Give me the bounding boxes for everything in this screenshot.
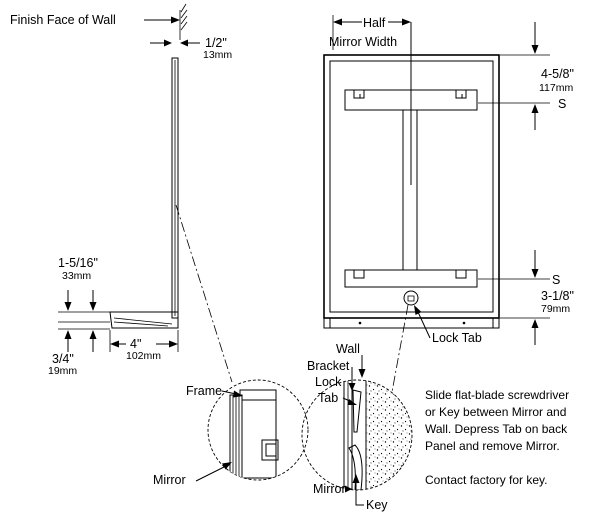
bottom-shelf: [109, 311, 179, 329]
mirror-left-label: Mirror: [153, 473, 186, 487]
frame-label: Frame: [186, 384, 222, 398]
dim-top-mm: 117mm: [539, 82, 573, 94]
bottom-bracket: [344, 269, 478, 288]
instructions: Slide flat-blade screwdriver or Key betw…: [425, 388, 569, 487]
dim-bottom: 3-1/8": [541, 289, 574, 303]
bracket-label: Bracket: [307, 359, 350, 373]
dim-bottom-mm: 79mm: [541, 303, 570, 315]
contact-note: Contact factory for key.: [425, 473, 548, 487]
s-bottom-label: S: [552, 273, 560, 287]
tab-label: Tab: [318, 391, 338, 405]
key-label: Key: [366, 498, 388, 512]
instruction-line-4: Panel and remove Mirror.: [425, 439, 560, 453]
instruction-line-1: Slide flat-blade screwdriver: [425, 388, 569, 402]
dim-4-inch-mm: 102mm: [126, 350, 161, 362]
mirror-bottom-label: Mirror: [313, 482, 346, 496]
dim-4-inch: 4": [130, 337, 141, 351]
dim-3-4: 3/4": [52, 352, 74, 366]
half-mirror-label-2: Mirror Width: [329, 35, 397, 49]
lock-tab-circle: [403, 290, 419, 306]
dim-half-inch: 1/2": [205, 36, 227, 50]
s-top-label: S: [558, 97, 566, 111]
wall-label: Wall: [336, 342, 360, 356]
lock-detail: Wall Bracket Lock Tab Mirror Key: [301, 342, 413, 512]
dim-top: 4-5/8": [541, 67, 574, 81]
side-view: Finish Face of Wall 1/2" 13mm 1-5/16" 33…: [10, 3, 232, 383]
dim-1-5-16-mm: 33mm: [62, 270, 91, 282]
dim-half-inch-mm: 13mm: [203, 49, 232, 61]
dim-1-5-16: 1-5/16": [58, 256, 98, 270]
wall-hatch: [179, 3, 188, 40]
instruction-line-3: Wall. Depress Tab on back: [425, 422, 568, 436]
half-mirror-label-1: Half: [363, 16, 386, 30]
mirror-side-profile: [171, 57, 179, 319]
dim-3-4-mm: 19mm: [48, 365, 77, 377]
front-view: Lock Tab Half Mirror Width 4-5/8" 117mm …: [323, 15, 574, 393]
lock-label: Lock: [315, 375, 342, 389]
lock-tab-label: Lock Tab: [432, 331, 482, 345]
instruction-line-2: or Key between Mirror and: [425, 405, 566, 419]
frame-detail: Frame Mirror: [153, 379, 309, 487]
finish-face-label: Finish Face of Wall: [10, 13, 116, 27]
